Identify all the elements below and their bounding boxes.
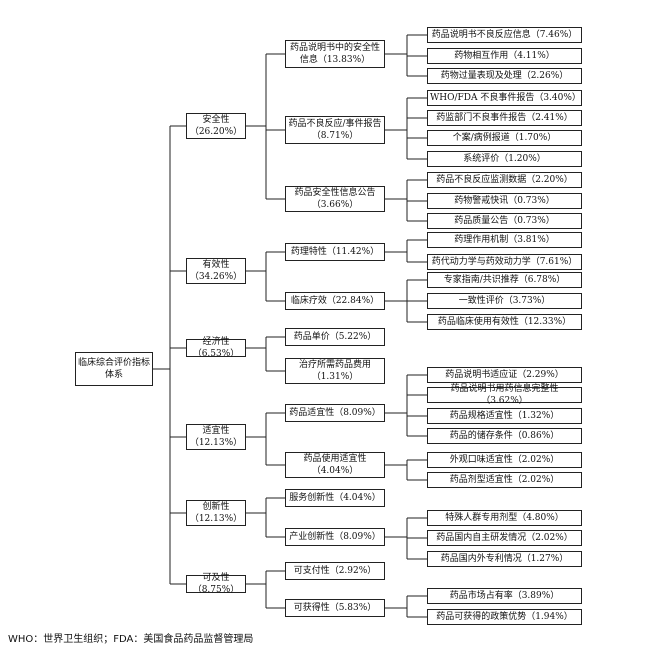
dimension-node: 可及性（8.75%） [186,573,246,595]
dimension-node: 有效性（34.26%） [186,258,246,284]
indicator-leaf-node: 药品不良反应监测数据（2.20%） [427,172,582,188]
indicator-leaf-node: 系统评价（1.20%） [427,151,582,167]
indicator-leaf-node: 药物过量表现及处理（2.26%） [427,68,582,84]
indicator-leaf-node: 外观口味适宜性（2.02%） [427,452,582,468]
indicator-leaf-node: 药品国内自主研发情况（2.02%） [427,530,582,546]
indicator-leaf-node: WHO/FDA 不良事件报告（3.40%） [427,90,582,106]
dimension-node: 创新性（12.13%） [186,500,246,526]
indicator-leaf-node: 药代动力学与药效动力学（7.61%） [427,254,582,270]
subindicator-node: 药品不良反应/事件报告（8.71%） [285,116,385,144]
indicator-leaf-node: 药品规格适宜性（1.32%） [427,408,582,424]
indicator-leaf-node: 药品市场占有率（3.89%） [427,588,582,604]
subindicator-node: 治疗所需药品费用（1.31%） [285,358,385,384]
indicator-leaf-node: 药品可获得的政策优势（1.94%） [427,609,582,625]
indicator-leaf-node: 一致性评价（3.73%） [427,293,582,309]
subindicator-node: 药品适宜性（8.09%） [285,404,385,422]
footnote: WHO：世界卫生组织；FDA：美国食品药品监督管理局 [8,634,254,645]
indicator-leaf-node: 特殊人群专用剂型（4.80%） [427,510,582,526]
dimension-node: 经济性（6.53%） [186,337,246,359]
subindicator-node: 可获得性（5.83%） [285,599,385,617]
root-node: 临床综合评价指标体系 [75,352,153,386]
subindicator-node: 服务创新性（4.04%） [285,489,385,507]
dimension-node: 安全性（26.20%） [186,113,246,139]
indicator-leaf-node: 个案/病例报道（1.70%） [427,130,582,146]
subindicator-node: 药品说明书中的安全性信息（13.83%） [285,40,385,68]
subindicator-node: 药品安全性信息公告（3.66%） [285,186,385,212]
indicator-leaf-node: 药品说明书不良反应信息（7.46%） [427,27,582,43]
indicator-leaf-node: 药品的储存条件（0.86%） [427,428,582,444]
subindicator-node: 药品单价（5.22%） [285,328,385,346]
indicator-leaf-node: 药品临床使用有效性（12.33%） [427,314,582,330]
indicator-leaf-node: 专家指南/共识推荐（6.78%） [427,272,582,288]
subindicator-node: 产业创新性（8.09%） [285,528,385,546]
indicator-leaf-node: 药监部门不良事件报告（2.41%） [427,110,582,126]
subindicator-node: 药理特性（11.42%） [285,243,385,261]
subindicator-node: 临床疗效（22.84%） [285,292,385,310]
indicator-leaf-node: 药物警戒快讯（0.73%） [427,193,582,209]
subindicator-node: 可支付性（2.92%） [285,562,385,580]
indicator-leaf-node: 药品说明书适应证（2.29%） [427,367,582,383]
subindicator-node: 药品使用适宜性（4.04%） [285,452,385,478]
dimension-node: 适宜性（12.13%） [186,424,246,450]
indicator-leaf-node: 药物相互作用（4.11%） [427,48,582,64]
indicator-leaf-node: 药品说明书用药信息完整性（3.62%） [427,384,582,406]
indicator-leaf-node: 药品剂型适宜性（2.02%） [427,472,582,488]
indicator-leaf-node: 药品国内外专利情况（1.27%） [427,551,582,567]
indicator-leaf-node: 药品质量公告（0.73%） [427,213,582,229]
indicator-leaf-node: 药理作用机制（3.81%） [427,232,582,248]
